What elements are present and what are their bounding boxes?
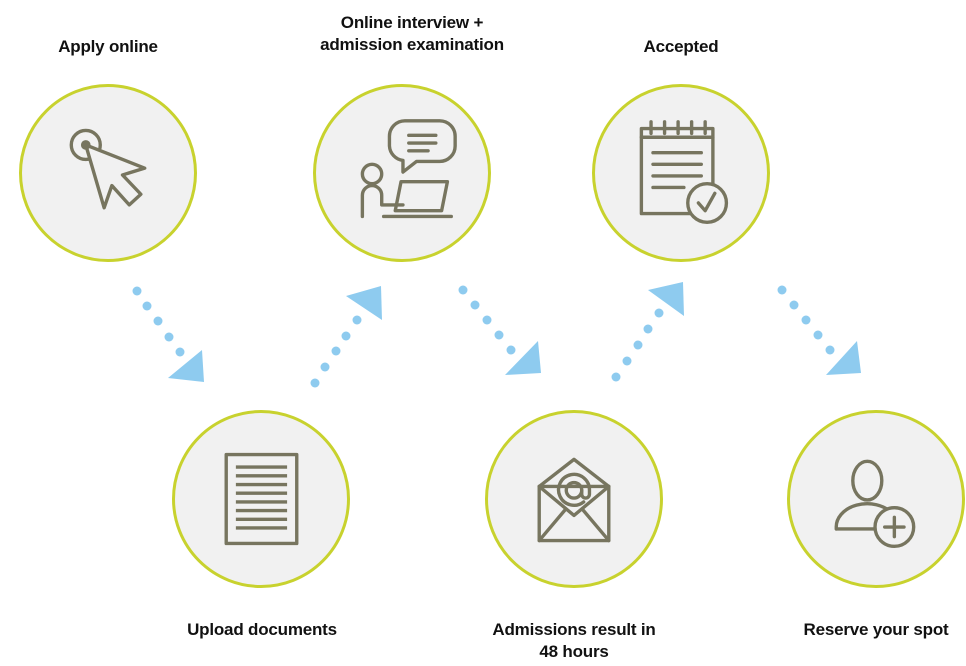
step-label-reserve-spot: Reserve your spot	[803, 620, 949, 639]
step-label-accepted: Accepted	[643, 37, 719, 56]
step-circle-upload-documents	[172, 410, 350, 588]
step-label-admissions-result: Admissions result in 48 hours	[492, 620, 656, 661]
interview-laptop-icon	[360, 119, 457, 219]
connector-upload-to-interview	[310, 286, 382, 388]
notepad-check-icon	[639, 120, 729, 224]
step-circle-apply-online	[19, 84, 197, 262]
connector-accepted-to-reserve	[777, 285, 861, 375]
email-envelope-icon	[537, 457, 611, 543]
step-label-upload-documents: Upload documents	[187, 620, 337, 639]
cursor-click-icon	[69, 128, 147, 210]
connector-interview-to-result	[458, 285, 541, 375]
step-circle-admissions-result	[485, 410, 663, 588]
step-circle-accepted	[592, 84, 770, 262]
add-user-icon	[834, 459, 916, 549]
step-circle-interview	[313, 84, 491, 262]
connector-apply-to-upload	[132, 286, 204, 382]
step-label-apply-online: Apply online	[58, 37, 158, 56]
step-circle-reserve-spot	[787, 410, 965, 588]
step-label-interview: Online interview + admission examination	[320, 13, 504, 54]
connector-result-to-accepted	[611, 282, 684, 382]
document-icon	[224, 452, 299, 546]
